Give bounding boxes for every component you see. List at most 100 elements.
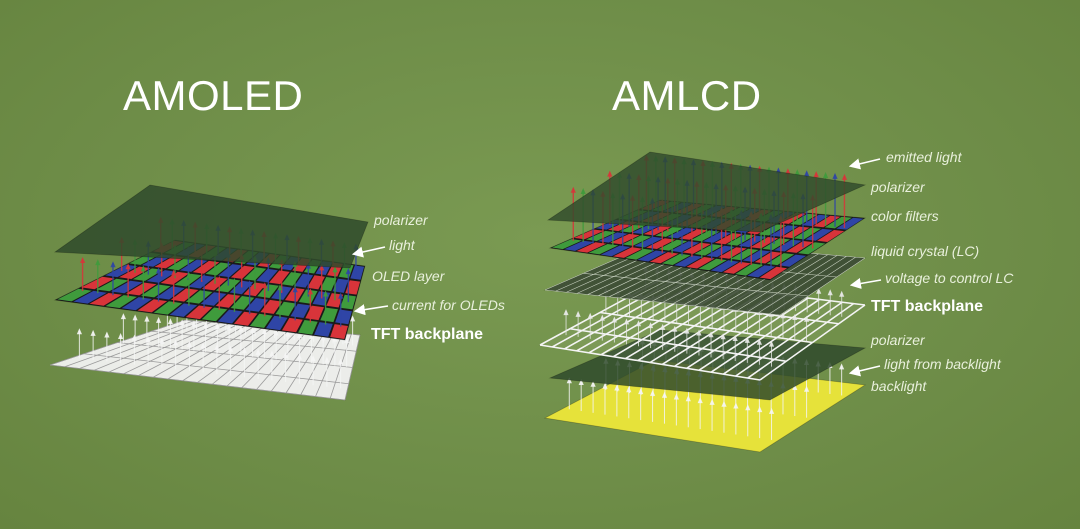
ray-head (76, 328, 82, 335)
ray-head (338, 358, 344, 365)
ray-head (238, 325, 244, 332)
ray-head (804, 170, 810, 177)
subpixel (786, 241, 814, 253)
subpixel (320, 307, 338, 323)
subpixel (218, 264, 243, 278)
amoled-label-polarizer: polarizer (374, 212, 428, 228)
amlcd-label-polarizer-top: polarizer (871, 179, 925, 195)
ray-head (721, 400, 727, 407)
ray-head (578, 379, 584, 385)
ray-head (296, 353, 302, 360)
subpixel (574, 229, 604, 240)
ray-head (247, 280, 253, 287)
ray-head (570, 186, 576, 193)
ray-head (167, 318, 173, 325)
ray-head (231, 278, 237, 284)
subpixel (747, 265, 776, 278)
amlcd-title: AMLCD (612, 72, 762, 119)
ray-head (769, 407, 775, 414)
ray-head (297, 331, 303, 338)
ray-head (241, 347, 247, 354)
subpixel (233, 311, 258, 326)
ray-head (792, 384, 798, 390)
ray-head (324, 356, 330, 363)
subpixel (271, 286, 292, 300)
ray-head (832, 172, 838, 179)
subpixel (588, 244, 619, 255)
ray-head (580, 188, 586, 194)
subpixel (201, 307, 228, 322)
subpixel (600, 245, 631, 257)
ray-head (768, 340, 775, 347)
amoled-label-current: current for OLEDs (392, 297, 505, 313)
pointer-voltage (849, 277, 882, 289)
subpixel (330, 324, 348, 339)
ray-head (344, 336, 350, 343)
ray-head (672, 325, 678, 332)
ray-head (110, 261, 116, 268)
ray-head (179, 319, 185, 326)
grid-line (779, 257, 866, 316)
amlcd-label-liquid-crystal: liquid crystal (LC) (871, 243, 980, 259)
ray-head (623, 318, 630, 325)
subpixel (307, 275, 325, 290)
subpixel (662, 253, 691, 265)
subpixel (249, 313, 273, 328)
subpixel (121, 297, 152, 311)
grid-line (151, 330, 357, 352)
ray-head (350, 315, 356, 322)
subpixel (153, 301, 183, 315)
subpixel (564, 240, 595, 251)
ray-head (345, 268, 351, 275)
subpixel (269, 270, 290, 285)
subpixel (350, 265, 365, 280)
subpixel (160, 271, 189, 285)
subpixel (801, 214, 829, 227)
grid-line (747, 255, 838, 312)
ray-head (827, 289, 833, 296)
ray-head (186, 341, 192, 347)
ray-head (120, 313, 126, 320)
subpixel (649, 252, 679, 264)
subpixel (266, 315, 288, 331)
subpixel (137, 299, 168, 313)
ray-head (823, 172, 829, 178)
subpixel (758, 224, 787, 236)
subpixel (682, 242, 711, 254)
ray-head (614, 384, 620, 391)
ray-head (144, 315, 150, 322)
ray-head (841, 173, 848, 180)
ray-head (709, 398, 715, 405)
subpixel (132, 268, 164, 281)
ray-head (201, 273, 207, 280)
ray-head (228, 345, 234, 352)
ray-head (118, 333, 124, 339)
ray-head (757, 406, 763, 413)
ray-head (261, 328, 267, 335)
subpixel (314, 322, 333, 337)
ray-head (216, 275, 222, 282)
subpixel (691, 230, 720, 242)
pointer-emitted-light (848, 158, 881, 170)
ray-head (319, 264, 325, 271)
subpixel (813, 215, 841, 228)
subpixel (170, 288, 199, 302)
subpixel (126, 282, 157, 296)
ray-head (140, 265, 146, 272)
polarizer-top (546, 151, 867, 233)
pointer-backlight-light (848, 365, 881, 377)
ray-head (273, 329, 279, 336)
subpixel (230, 296, 255, 310)
ray-head (732, 335, 738, 341)
ray-head (285, 330, 291, 337)
ray-head (599, 314, 605, 321)
subpixel (778, 254, 807, 267)
ray-head (785, 168, 791, 175)
ray-head (816, 287, 822, 294)
ray-head (626, 386, 632, 393)
ray-head (131, 334, 137, 341)
ray-head (839, 363, 845, 370)
amlcd-label-color-filters: color filters (871, 208, 939, 224)
amoled-title: AMOLED (123, 72, 304, 119)
